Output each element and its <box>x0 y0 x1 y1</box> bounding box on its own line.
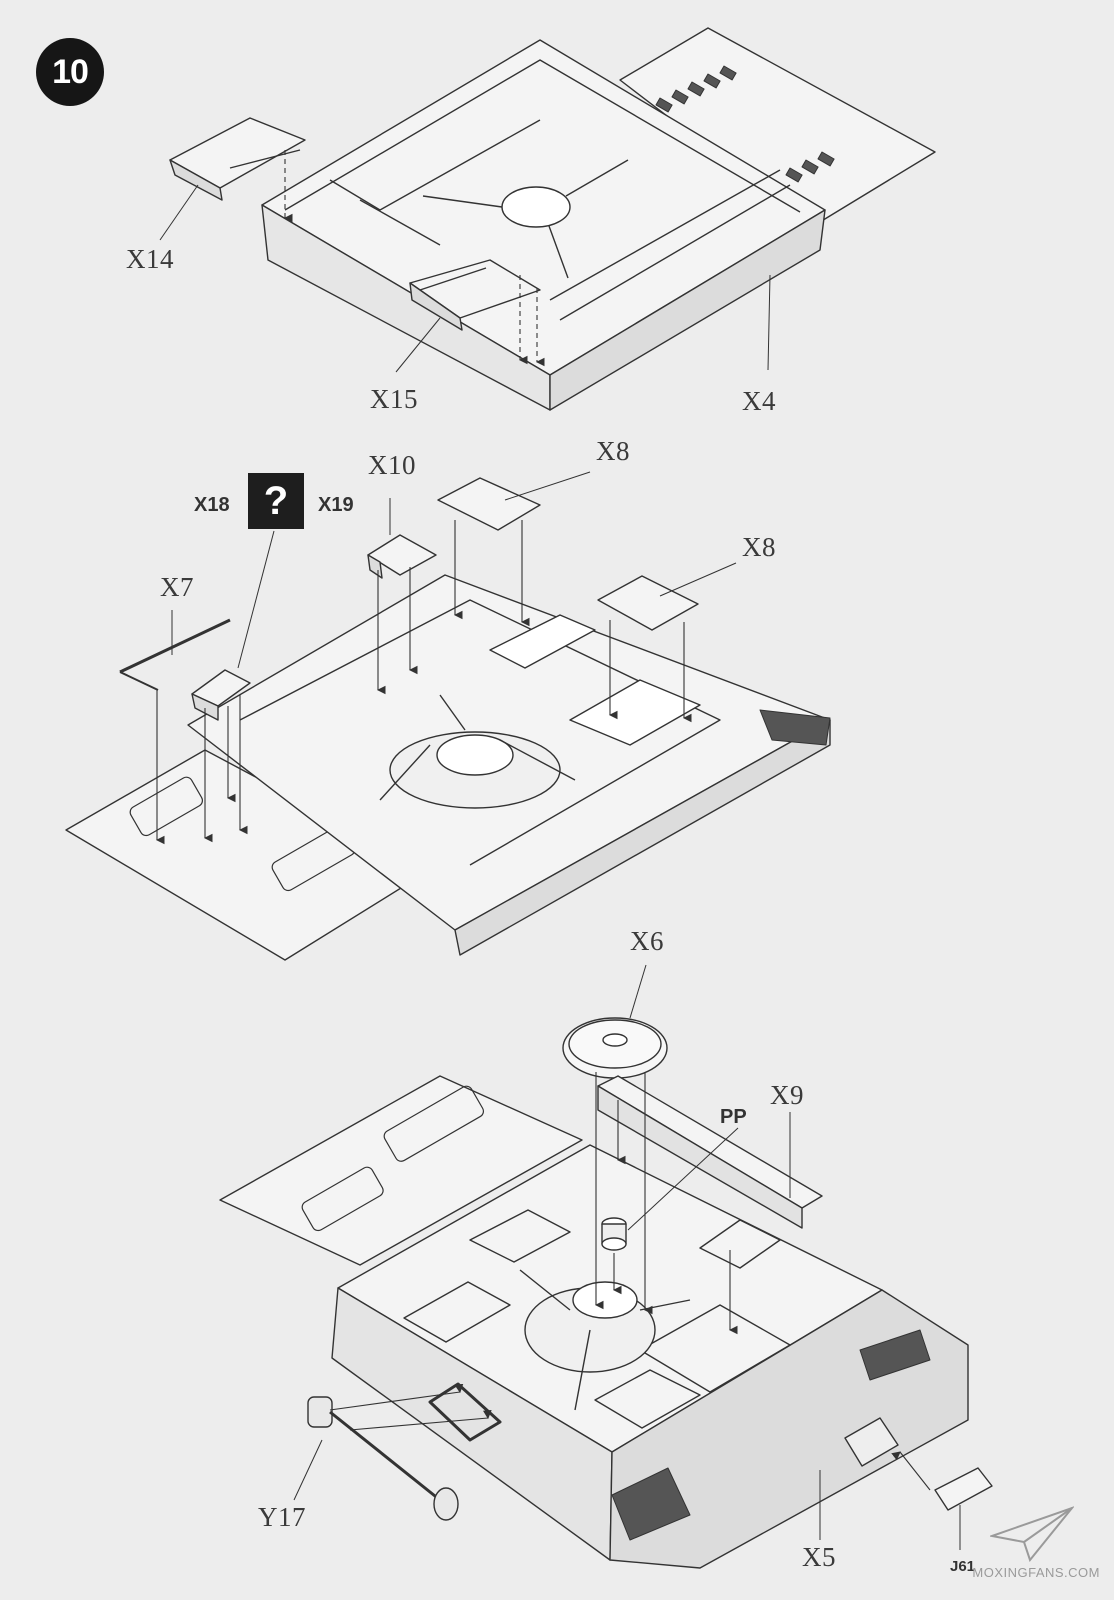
part-label-x6: X6 <box>630 926 664 956</box>
part-label-x4: X4 <box>742 386 776 416</box>
bottom-leader-lines <box>293 964 961 1550</box>
middle-guide-lines <box>155 520 692 845</box>
part-label-x8-right: X8 <box>742 532 776 562</box>
part-label-x14: X14 <box>126 244 174 274</box>
top-guide-lines <box>283 150 545 367</box>
watermark-text: MOXINGFANS.COM <box>972 1565 1100 1580</box>
top-leader-lines <box>159 184 771 373</box>
bottom-guide-lines <box>329 1072 931 1491</box>
part-label-x5: X5 <box>802 1542 836 1572</box>
part-label-j61: J61 <box>950 1558 976 1575</box>
step-number-badge: 10 <box>36 38 104 106</box>
top-hull-assembly <box>169 27 936 411</box>
part-label-x10: X10 <box>368 450 416 480</box>
part-label-y17: Y17 <box>258 1502 306 1532</box>
middle-hull-assembly <box>65 477 831 961</box>
middle-leader-lines <box>171 471 737 669</box>
bottom-hull-assembly <box>219 1017 993 1569</box>
part-label-x19: X19 <box>318 494 354 516</box>
part-label-x15: X15 <box>370 384 418 414</box>
option-choice-icon: ? <box>248 473 304 529</box>
part-label-x7: X7 <box>160 572 194 602</box>
paper-plane-logo-icon <box>990 1506 1074 1562</box>
part-label-x8-top: X8 <box>596 436 630 466</box>
part-label-x9: X9 <box>770 1080 804 1110</box>
part-label-x18: X18 <box>194 494 230 516</box>
part-label-pp: PP <box>720 1106 747 1128</box>
